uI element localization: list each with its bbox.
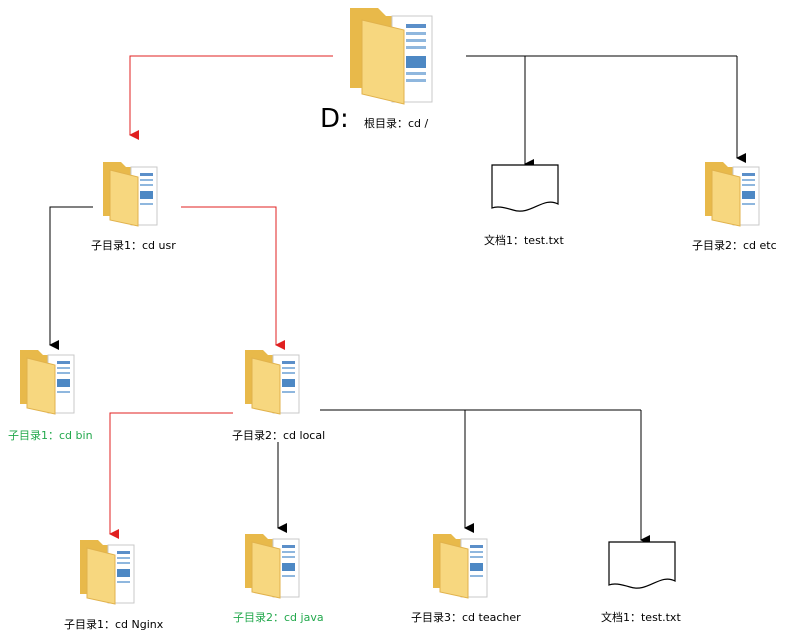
folder-node-local[interactable]: [243, 346, 303, 416]
folder-icon: [103, 162, 158, 227]
root-folder-node[interactable]: [348, 2, 438, 106]
label-local: 子目录2：cd local: [232, 429, 326, 442]
edge-usr-bin: [49, 206, 93, 350]
folder-icon: [433, 534, 488, 599]
folder-icon: [20, 350, 75, 415]
document-icon: [608, 541, 676, 589]
label-etc: 子目录2：cd etc: [692, 239, 777, 252]
label-java: 子目录2：cd java: [233, 611, 324, 624]
folder-icon: [350, 8, 433, 105]
folder-node-teacher[interactable]: [431, 530, 491, 600]
folder-node-bin[interactable]: [18, 346, 78, 416]
label-doc-root: 文档1：test.txt: [484, 234, 564, 247]
folder-node-usr[interactable]: [101, 158, 161, 228]
folder-icon: [80, 540, 135, 605]
folder-node-java[interactable]: [243, 530, 303, 600]
document-icon: [491, 164, 559, 212]
label-bin: 子目录1：cd bin: [8, 429, 93, 442]
folder-icon: [705, 162, 760, 227]
label-usr: 子目录1：cd usr: [91, 239, 176, 252]
folder-icon: [245, 350, 300, 415]
label-teacher: 子目录3：cd teacher: [411, 611, 521, 624]
edge-usr-local: [181, 206, 285, 350]
document-node-local[interactable]: [608, 541, 676, 591]
edge-local-nginx: [109, 412, 233, 539]
document-node-root[interactable]: [491, 164, 559, 214]
root-drive-letter: D:: [320, 104, 349, 134]
label-nginx: 子目录1：cd Nginx: [64, 618, 164, 631]
folder-node-etc[interactable]: [703, 158, 763, 228]
root-label: 根目录：cd /: [364, 117, 429, 130]
folder-icon: [245, 534, 300, 599]
edge-root-usr: [129, 55, 333, 140]
folder-node-nginx[interactable]: [78, 536, 138, 606]
label-doc-local: 文档1：test.txt: [601, 611, 681, 624]
